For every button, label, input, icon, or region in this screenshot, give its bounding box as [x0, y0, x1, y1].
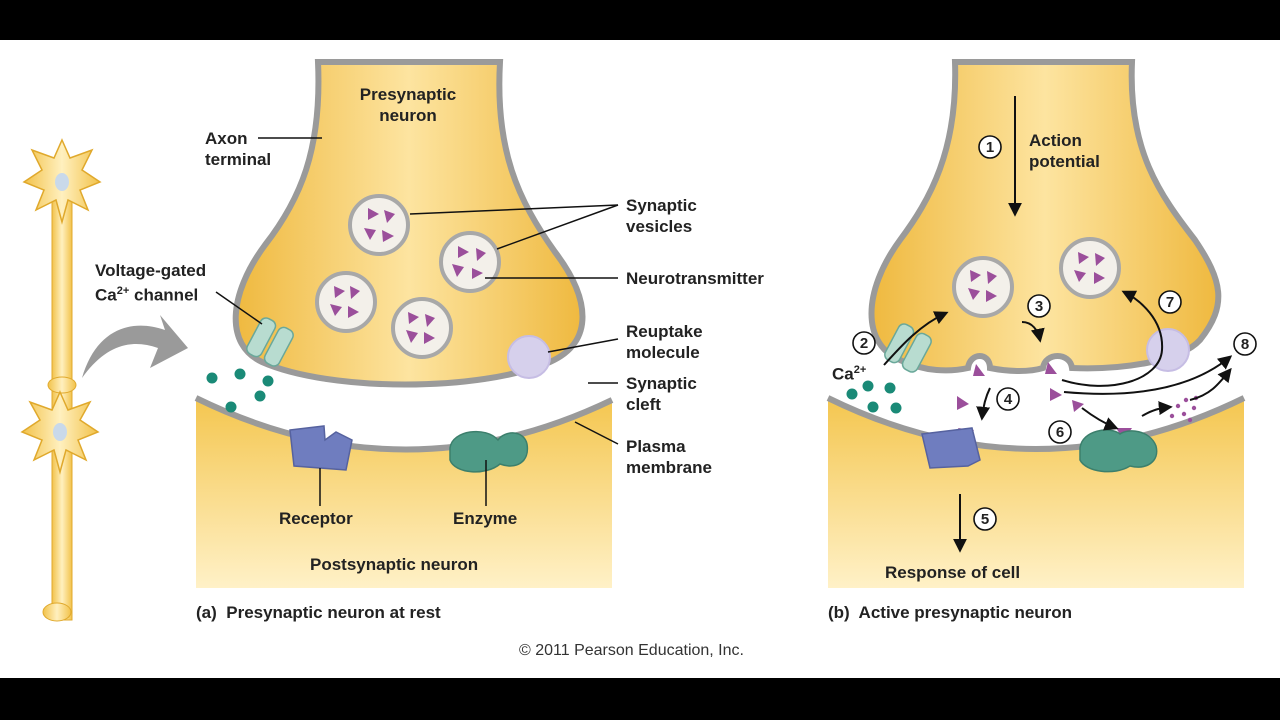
step-markers: 1 2 3 4 5 6 7 8 [852, 135, 1257, 531]
voltage-gated-channel-a [246, 317, 294, 367]
zoom-arrow [82, 315, 188, 378]
vesicle-b1 [952, 256, 1014, 318]
response-of-cell-label: Response of cell [885, 563, 1021, 582]
plasma-membrane-a [194, 395, 614, 453]
svg-text:8: 8 [1241, 336, 1249, 353]
axon-terminal-small [42, 602, 72, 622]
receptor-label: Receptor [279, 509, 353, 528]
svg-text:2: 2 [860, 335, 868, 352]
neuron-overview [20, 138, 188, 622]
step-marker-1: 1 [978, 135, 1002, 159]
svg-text:5: 5 [981, 511, 989, 528]
svg-text:4: 4 [1004, 391, 1013, 408]
calcium-ions-a [206, 368, 274, 413]
step-marker-4: 4 [996, 387, 1020, 411]
reuptake-molecule-a [507, 335, 551, 379]
leader-lines-a [215, 137, 619, 506]
vesicle-b2 [1059, 237, 1121, 299]
caption-b: (b) Active presynaptic neuron [828, 603, 1073, 622]
calcium-ions-b [846, 380, 902, 414]
calcium-label-b: Ca2+ [832, 364, 867, 384]
reuptake-molecule-b [1146, 328, 1190, 372]
nucleus-top [55, 173, 69, 191]
step-marker-3: 3 [1027, 294, 1051, 318]
copyright-credit: © 2011 Pearson Education, Inc. [519, 642, 744, 659]
step-marker-7: 7 [1158, 290, 1182, 314]
caption-a: (a) Presynaptic neuron at rest [196, 603, 441, 622]
plasma-membrane-b [826, 395, 1246, 452]
step-marker-5: 5 [973, 507, 997, 531]
svg-text:6: 6 [1056, 424, 1064, 441]
voltage-gated-channel-label: Voltage-gated Ca2+ channel [95, 261, 207, 305]
neurotransmitter-label: Neurotransmitter [626, 269, 764, 288]
receptor-b [921, 427, 981, 469]
nucleus-bottom [53, 423, 67, 441]
process-arrows [883, 96, 1233, 553]
step-marker-6: 6 [1048, 420, 1072, 444]
enzyme-label: Enzyme [453, 509, 518, 528]
panel-b [826, 50, 1246, 590]
panel-a [194, 50, 619, 590]
synaptic-vesicles-a [315, 194, 501, 359]
enzyme-a [449, 430, 529, 473]
enzyme-b [1079, 429, 1158, 473]
receptor-a [289, 425, 353, 471]
step-marker-2: 2 [852, 331, 876, 355]
step-marker-8: 8 [1233, 332, 1257, 356]
voltage-gated-channel-b [884, 323, 932, 373]
postsynaptic-neuron-label: Postsynaptic neuron [310, 555, 479, 574]
neurotransmitter-a [330, 208, 486, 344]
svg-text:1: 1 [986, 139, 994, 156]
svg-text:3: 3 [1035, 298, 1043, 315]
svg-text:7: 7 [1166, 294, 1174, 311]
